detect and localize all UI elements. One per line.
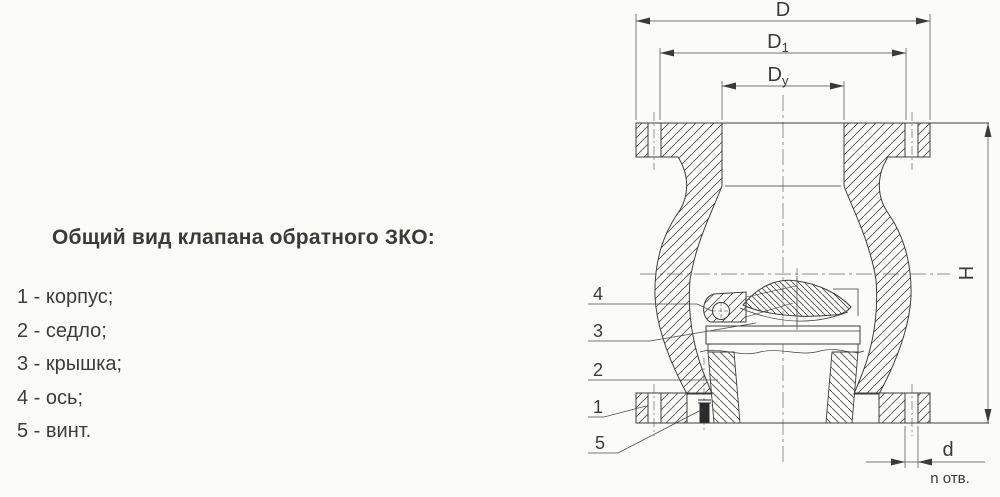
- callout-3: 3: [593, 321, 603, 341]
- valve-body: [635, 122, 989, 424]
- leader-screw: [588, 408, 704, 454]
- callout-2: 2: [593, 360, 603, 380]
- valve-seat: [699, 337, 865, 424]
- legend-panel: Общий вид клапана обратного ЗКО: 1 - кор…: [17, 226, 435, 449]
- label-D: D: [776, 0, 790, 21]
- callout-4: 4: [593, 284, 603, 304]
- part-item-seat: 2 - седло;: [17, 319, 107, 342]
- leader-cover: [588, 322, 757, 342]
- label-d: d: [942, 439, 953, 461]
- part-item-screw: 5 - винт.: [17, 420, 92, 442]
- dimension-outer-diameter: D: [635, 0, 931, 120]
- seat-cast-edge: [699, 349, 865, 355]
- body-wall-left: [654, 122, 723, 395]
- label-D1-sub: 1: [782, 40, 789, 55]
- leader-body: [588, 405, 647, 418]
- dimension-bolt-circle: D1: [659, 31, 907, 120]
- hinge-axis: [703, 291, 747, 323]
- part-item-cover: 3 - крышка;: [17, 353, 123, 375]
- part-item-axis: 4 - ось;: [17, 386, 83, 409]
- label-Dy-main: D: [768, 64, 782, 86]
- drawing-title: Общий вид клапана обратного ЗКО:: [52, 226, 435, 249]
- valve-cover: [705, 325, 861, 345]
- seat-wall-right: [825, 351, 859, 424]
- dimension-nominal-bore: Dy: [721, 64, 845, 120]
- disc-seat-arc: [739, 307, 849, 322]
- disc-guide-step: [833, 288, 859, 316]
- label-D1: D1: [767, 31, 789, 55]
- callout-5: 5: [595, 433, 605, 453]
- dimension-height: H: [956, 123, 992, 423]
- leader-axis: [588, 303, 713, 312]
- seat-wall-left: [707, 351, 741, 424]
- label-D1-main: D: [767, 31, 781, 53]
- label-n-holes: n отв.: [930, 470, 970, 487]
- fixing-screw: [698, 399, 711, 423]
- label-Dy: Dy: [768, 64, 789, 88]
- part-callouts: 4 3 2 1 5: [588, 284, 757, 454]
- label-H: H: [956, 266, 978, 280]
- dimension-hole-diameter: d n отв.: [866, 426, 985, 487]
- body-wall-right: [843, 122, 912, 395]
- part-item-body: 1 - корпус;: [17, 286, 114, 308]
- parts-list: 1 - корпус; 2 - седло; 3 - крышка; 4 - о…: [17, 281, 122, 449]
- label-Dy-sub: y: [782, 73, 789, 88]
- valve-disc: [739, 276, 859, 330]
- callout-1: 1: [593, 397, 603, 417]
